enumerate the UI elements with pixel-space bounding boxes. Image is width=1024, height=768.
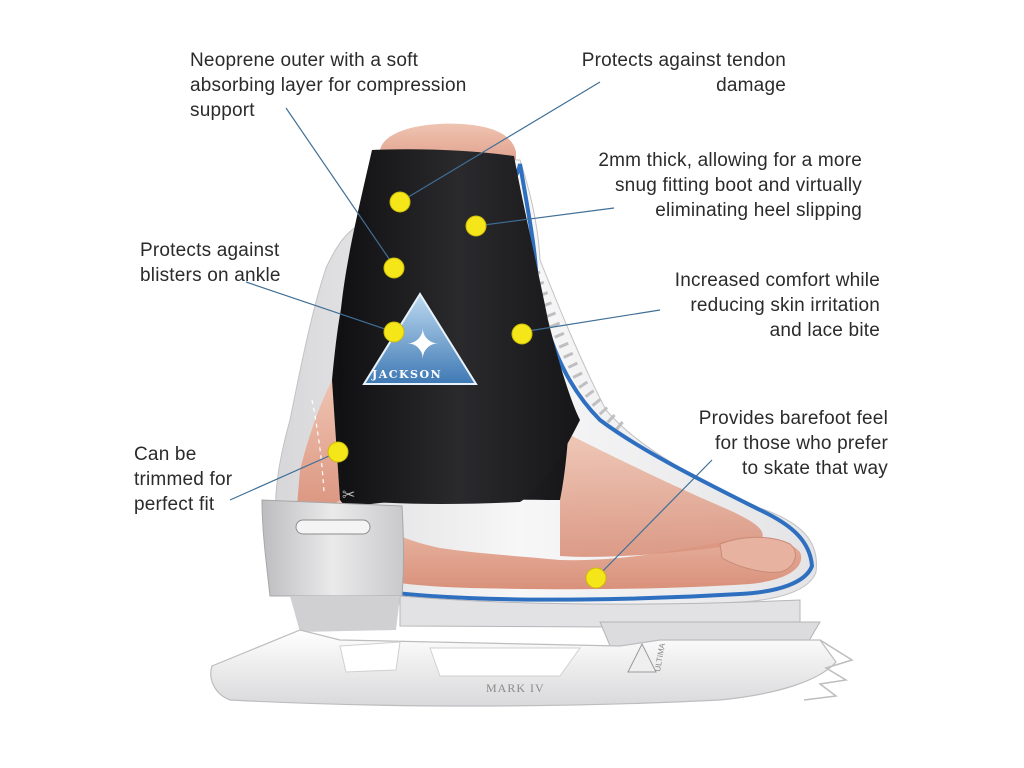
callout-line: trimmed for [134,469,233,490]
logo-star-icon: ✦ [406,322,440,368]
leader-trim [229,451,339,501]
callout-line: Protects against tendon [581,50,786,71]
leader-comfort [521,309,661,333]
marker-trim [327,441,349,463]
callout-line: blisters on ankle [140,265,281,286]
leader-thickness [475,207,615,227]
callout-line: reducing skin irritation [690,295,880,316]
marker-blisters [383,321,405,343]
leader-neoprene [285,107,395,267]
callout-neoprene: Neoprene outer with a soft absorbing lay… [190,48,467,123]
marker-tendon [389,191,411,213]
heel-mount [290,596,400,632]
sleeve-body [337,149,580,505]
callout-line: support [190,100,255,121]
callout-line: for those who prefer [715,433,888,454]
leader-barefoot [595,459,713,579]
leader-tendon [399,81,601,203]
foot-skin [312,500,802,590]
upper-foot-skin [560,430,763,557]
marker-thickness [465,215,487,237]
heel-badge [295,519,371,535]
scissors-icon: ✂ [342,485,355,504]
trim-guide [311,399,325,493]
heel-stack [261,499,404,597]
callout-line: to skate that way [742,458,888,479]
leader-blisters [245,281,395,333]
callout-line: damage [716,75,786,96]
callout-line: eliminating heel slipping [655,200,862,221]
sole [399,595,801,629]
callout-line: perfect fit [134,494,215,515]
callout-comfort: Increased comfort while reducing skin ir… [675,268,880,343]
toes [719,536,796,573]
callout-tendon: Protects against tendon damage [582,48,786,98]
callout-line: absorbing layer for compression [190,75,467,96]
toe-pick [803,639,854,701]
heel-skin [296,380,340,523]
callout-line: Can be [134,444,197,465]
marker-barefoot [585,567,607,589]
jackson-logo: ✦ JACKSON [362,292,478,385]
blade-model-text: MARK IV [486,681,545,695]
logo-text: JACKSON [371,368,442,381]
callout-thickness: 2mm thick, allowing for a more snug fitt… [598,148,862,223]
callout-trim: Can be trimmed for perfect fit [134,442,232,517]
callout-line: and lace bite [769,320,880,341]
marker-comfort [511,323,533,345]
callout-line: 2mm thick, allowing for a more [598,150,862,171]
marker-neoprene [383,257,405,279]
callout-line: Protects against [140,240,280,261]
blade-cutout-mid [429,647,581,677]
blade-cutout-heel [339,641,401,673]
callout-line: Neoprene outer with a soft [190,50,419,71]
callout-barefoot: Provides barefoot feel for those who pre… [699,406,888,481]
callout-line: Provides barefoot feel [698,408,888,429]
callout-blisters: Protects against blisters on ankle [140,238,281,288]
callout-line: Increased comfort while [674,270,880,291]
callout-line: snug fitting boot and virtually [614,175,862,196]
